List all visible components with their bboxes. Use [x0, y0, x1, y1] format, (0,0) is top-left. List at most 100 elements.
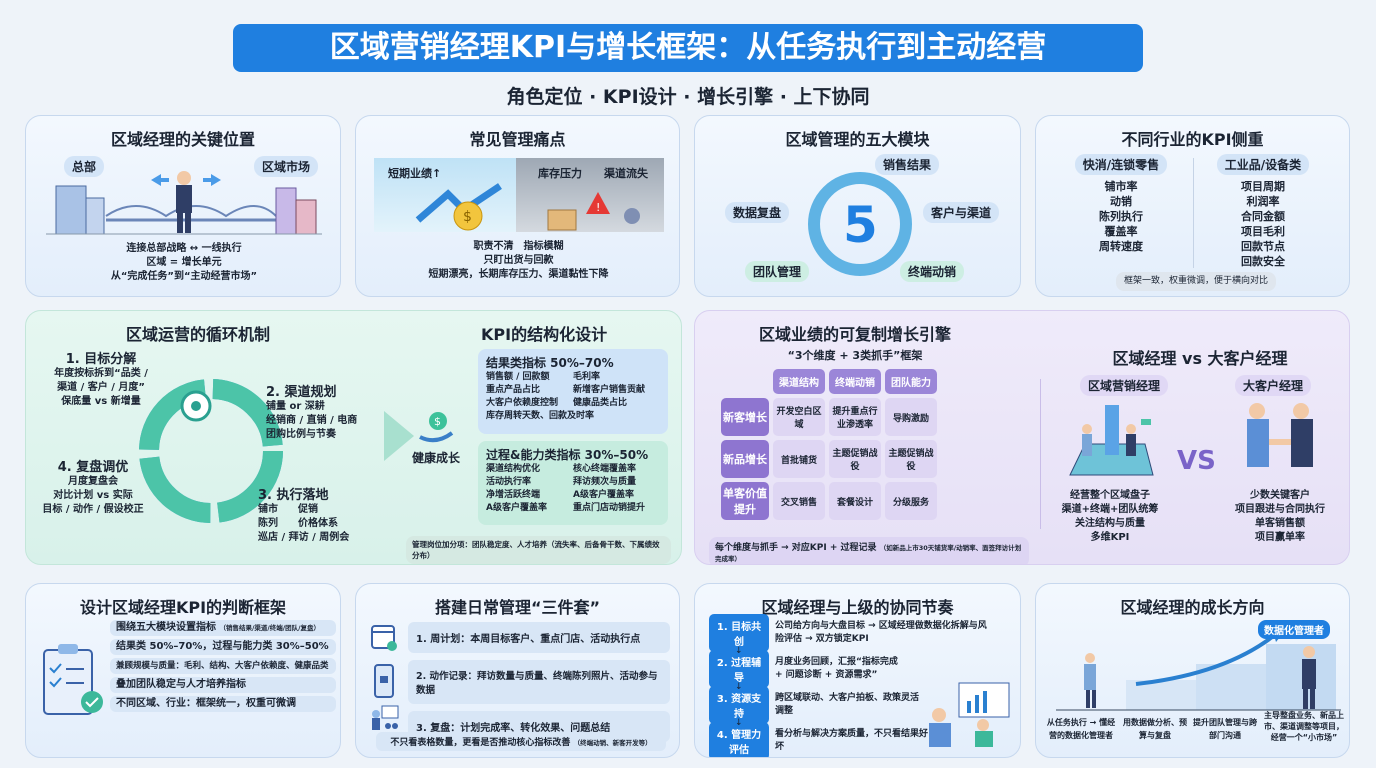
five-number: 5 — [843, 196, 878, 254]
versus-title: 区域经理 vs 大客户经理 — [1112, 349, 1288, 368]
panel-key-position: 区域经理的关键位置 总部 区域市场 连接总部战略 ↔ 一线执行 区域 = 增长单… — [25, 115, 341, 297]
market-label: 区域市场 — [254, 156, 319, 177]
kpi-item: 毛利率 — [573, 372, 601, 382]
role-line: 项目赢单率 — [1255, 532, 1305, 543]
daily-item-action-record: 2. 动作记录：拜访数量与质量、终端陈列照片、活动参与数据 — [408, 660, 670, 704]
col-header: 团队能力 — [885, 369, 937, 394]
short-term-illustration: 短期业绩↑ $ — [374, 158, 526, 232]
data-manager-badge: 数据化管理者 — [1258, 620, 1330, 639]
key-account-label: 大客户经理 — [1235, 375, 1312, 396]
daily-note: 不只看表格数量，更看是否推动核心指标改善 （终端动销、新客开发等） — [376, 732, 666, 751]
position-line: 从“完成任务”到“主动经营市场” — [110, 271, 258, 282]
cycle-title: 区域运营的循环机制 — [126, 325, 271, 344]
judge-item: 结果类 50%–70%，过程与能力类 30%–50% — [110, 639, 336, 655]
role-line: 经营整个区域盘子 — [1070, 490, 1150, 501]
step-text: 月度业务回顾，汇报“指标完成 + 问题诊断 + 资源需求” — [775, 657, 898, 680]
col-header: 终端动销 — [829, 369, 881, 394]
step-text: 跨区域联动、大客户拍板、政策灵活调整 — [775, 693, 920, 716]
panel-industry-kpi: 不同行业的KPI侧重 快消/连锁零售 铺市率 动销 陈列执行 覆盖率 周转速度 … — [1035, 115, 1350, 297]
industry-note: 框架一致，权重微调，便于横向对比 — [1116, 272, 1276, 291]
step-title: 4. 复盘调优 — [57, 460, 129, 475]
kpi-item: 大客户依赖度控制 — [486, 398, 559, 408]
healthy-growth-label: 健康成长 — [411, 451, 460, 465]
matrix-cell: 首批铺货 — [773, 440, 825, 478]
matrix-cell: 开发空白区域 — [773, 398, 825, 436]
fmcg-label: 快消/连锁零售 — [1074, 154, 1168, 175]
pain-line: 职责不清 指标模糊 — [473, 241, 564, 252]
kpi-item: 回款节点 — [1241, 240, 1285, 253]
meeting-illustration — [929, 682, 1010, 747]
divider — [1193, 158, 1194, 268]
panel-judgement-framework: 设计区域经理KPI的判断框架 围绕五大模块设置指标 （销售结果/渠道/终端/团队… — [25, 583, 341, 758]
main-title-banner: 区域营销经理KPI与增长框架：从任务执行到主动经营 — [233, 24, 1143, 72]
svg-text:$: $ — [434, 415, 441, 428]
step-label: 1. 目标共创 — [709, 614, 769, 652]
kpi-item: 重点门店动销提升 — [573, 503, 646, 513]
inventory-pressure-label: 库存压力 — [538, 167, 582, 180]
matrix-cell: 分级服务 — [885, 482, 937, 520]
step-line: 铺市 促销 — [258, 504, 318, 515]
step-line: 对比计划 vs 实际 — [53, 490, 133, 501]
kpi-item: 利润率 — [1246, 195, 1280, 208]
kpi-item: 库存周转天数、回款及时率 — [486, 411, 595, 421]
kpi-item: 销售额 / 回款额 — [486, 372, 550, 382]
kpi-item: 净增活跃终端 — [486, 490, 541, 500]
row-header: 新客增长 — [721, 398, 769, 436]
money-hand-icon: $ — [419, 412, 454, 443]
bonus-note: 管理岗位加分项：团队稳定度、人才培养（流失率、后备骨干数、下属绩效分布） — [406, 536, 671, 564]
kpi-item: 重点产品占比 — [486, 385, 541, 395]
daily-note-small: （终端动销、新客开发等） — [573, 739, 652, 747]
engine-title: 区域业绩的可复制增长引擎 — [758, 325, 951, 344]
sync-step: 3. 资源支持跨区域联动、大客户拍板、政策灵活调整 — [709, 686, 1009, 724]
growth-stage: 主导整盘业务、新品上市、渠道调整等项目，经营一个“小市场” — [1264, 711, 1344, 742]
judge-item: 叠加团队稳定与人才培养指标 — [110, 677, 336, 693]
growth-stage: 从任务执行 → 懂经营的数据化管理者 — [1046, 718, 1116, 740]
panel-growth-direction: 区域经理的成长方向 数据化管理者 从任务执行 → 懂经营的数据化管理者 用数据做… — [1035, 583, 1350, 758]
position-line: 区域 = 增长单元 — [146, 257, 222, 268]
step-label: 3. 资源支持 — [709, 686, 769, 724]
kpi-item: 动销 — [1110, 195, 1132, 208]
panel-cycle-kpi: 区域运营的循环机制 1. 目标分解年度按标拆到“品类 /渠道 / 客户 / 月度… — [25, 310, 682, 565]
step-line: 渠道 / 客户 / 月度” — [57, 382, 145, 393]
down-arrow-icon: ↓ — [735, 646, 743, 656]
step-line: 巡店 / 拜访 / 周例会 — [258, 532, 350, 543]
panel-title: 区域管理的五大模块 — [785, 130, 930, 149]
svg-text:!: ! — [596, 201, 600, 214]
role-line: 多维KPI — [1090, 532, 1130, 543]
kpi-item: 周转速度 — [1099, 240, 1143, 253]
daily-item-weekly-plan: 1. 周计划：本周目标客户、重点门店、活动执行点 — [408, 622, 670, 653]
step-line: 月度复盘会 — [68, 476, 118, 487]
module-sales-results: 销售结果 — [875, 154, 940, 175]
step-line: 铺量 or 深耕 — [266, 401, 325, 412]
kpi-item: 新增客户销售贡献 — [573, 385, 646, 395]
daily-note-main: 不只看表格数量，更看是否推动核心指标改善 — [390, 738, 571, 748]
panel-title: 区域经理与上级的协同节奏 — [761, 598, 954, 617]
big-arrow-icon — [384, 411, 414, 461]
matrix-cell: 导购激励 — [885, 398, 937, 436]
step-line: 经销商 / 直销 / 电商 — [266, 415, 358, 426]
kpi-title: KPI的结构化设计 — [481, 325, 608, 344]
step-label: 2. 过程辅导 — [709, 650, 769, 688]
panel-pain-points: 常见管理痛点 短期业绩↑ $ 库存压力 渠道流失 ! 职责不清 指标模糊 只盯出… — [355, 115, 680, 297]
engine-note: 每个维度与抓手 → 对应KPI + 过程记录 （如新品上市30天铺货率/动销率、… — [709, 537, 1029, 564]
step-line: 陈列 价格体系 — [258, 518, 338, 529]
engine-note-small: （如新品上市30天铺货率/动销率、面签拜访计划完成率） — [715, 544, 1022, 563]
down-arrow-icon: ↓ — [735, 682, 743, 692]
step-text: 看分析与解决方案质量，不只看结果好坏 — [775, 729, 929, 752]
panel-sync-rhythm: 区域经理与上级的协同节奏 1. 目标共创公司给方向与大盘目标 → 区域经理做数据… — [694, 583, 1021, 758]
kpi-item: 活动执行率 — [486, 477, 532, 487]
kpi-item: 核心终端覆盖率 — [573, 464, 637, 474]
judge-item-small: （销售结果/渠道/终端/团队/复盘） — [219, 624, 320, 632]
pain-line: 只盯出货与回款 — [483, 255, 554, 266]
kpi-item: A级客户覆盖率 — [573, 490, 634, 500]
growth-stage: 提升团队管理与跨部门沟通 — [1193, 718, 1257, 740]
panel-title: 不同行业的KPI侧重 — [1121, 130, 1264, 149]
cycle-diagram — [139, 379, 283, 523]
engine-subtitle: “3个维度 + 3类抓手”框架 — [787, 349, 923, 362]
growth-arrow-icon: $ — [415, 183, 502, 231]
module-terminal-sales: 终端动销 — [900, 261, 965, 282]
kpi-item: 合同金额 — [1241, 210, 1285, 223]
panel-title: 设计区域经理KPI的判断框架 — [79, 598, 287, 617]
role-line: 少数关键客户 — [1250, 490, 1310, 501]
step-title: 1. 目标分解 — [65, 352, 137, 367]
